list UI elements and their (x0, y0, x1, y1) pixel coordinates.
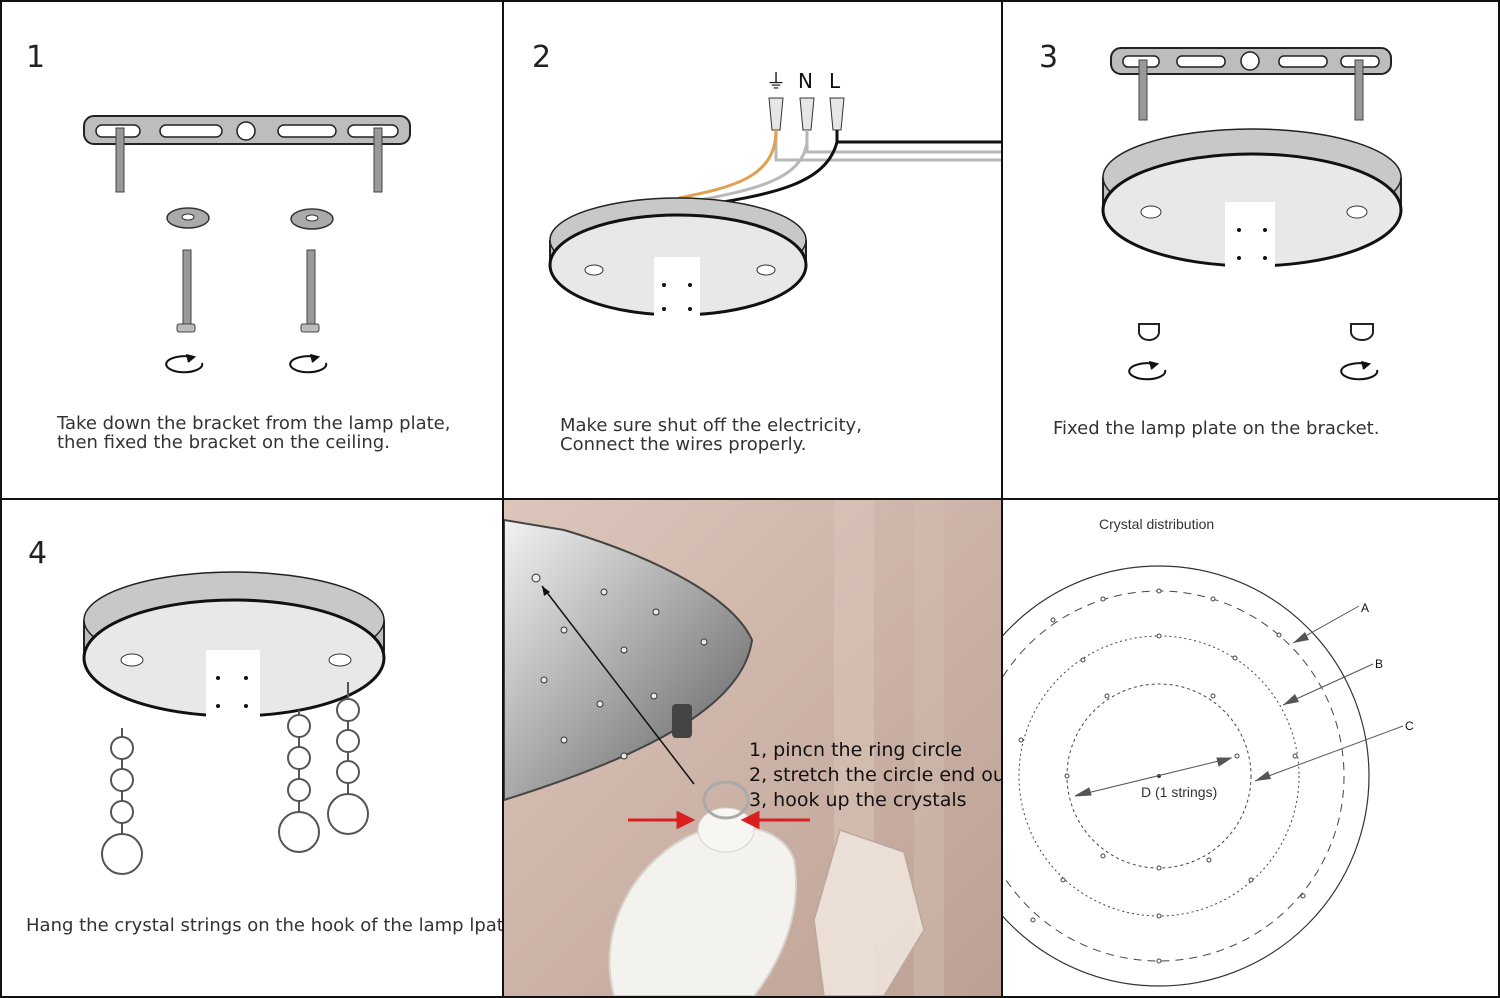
step-2-caption-line-1: Make sure shut off the electricity, (560, 415, 862, 436)
mounting-illustration (1101, 47, 1403, 381)
bracket-illustration (83, 115, 411, 374)
wiring-illustration: ⏚ N L (548, 69, 1001, 317)
mounting-screws (176, 249, 320, 333)
lamp-plate (1101, 128, 1403, 268)
distribution-title: Crystal distribution (1099, 516, 1215, 532)
lamp-plate (82, 571, 386, 720)
crystal-string-left (101, 728, 143, 875)
step-1-number: 1 (26, 40, 46, 75)
hook-instruction-2: 2, stretch the circle end out (749, 764, 1003, 786)
bracket-bar (83, 115, 411, 145)
bracket-bar (1110, 47, 1392, 121)
cap-nuts (1138, 323, 1374, 341)
lamp-plate (548, 197, 808, 317)
step-3-caption-line-1: Fixed the lamp plate on the bracket. (1053, 418, 1380, 439)
crystal-drop (813, 829, 925, 996)
red-arrows (628, 810, 810, 830)
rotate-arrow-icon (1128, 361, 1379, 381)
leader-lines (1254, 605, 1404, 782)
crystal-string-middle (278, 710, 320, 853)
step-3-number: 3 (1039, 40, 1059, 75)
step-4-number: 4 (28, 536, 48, 571)
step-4-panel: 4 (0, 498, 504, 998)
step-3-panel: 3 (1001, 0, 1500, 500)
lamp-plate-underside (504, 518, 754, 802)
label-a: A (1361, 601, 1369, 615)
distribution-diagram: A B C D (1 strings) (1003, 565, 1414, 987)
step-1-caption-line-1: Take down the bracket from the lamp plat… (57, 413, 451, 434)
ground-label: ⏚ (766, 69, 786, 93)
outer-plate-circle (1003, 565, 1370, 987)
wire-labels: ⏚ N L (766, 69, 841, 93)
label-b: B (1375, 657, 1383, 671)
crystal-string-right (327, 682, 369, 835)
step-4-caption: Hang the crystal strings on the hook of … (26, 915, 504, 936)
wires (678, 129, 1001, 208)
live-label: L (829, 69, 841, 93)
step-2-caption: Make sure shut off the electricity, Conn… (560, 416, 862, 454)
step-1-panel: 1 (0, 0, 504, 500)
pointer-line (541, 585, 695, 785)
rotate-arrow-icon (165, 354, 328, 374)
bracket-screws (115, 127, 383, 193)
step-1-caption-line-2: then fixed the bracket on the ceiling. (57, 432, 390, 453)
hook-instruction-1: 1, pincn the ring circle (749, 739, 963, 761)
ring-b (1018, 635, 1300, 917)
hook-photo-illustration (504, 500, 1001, 996)
hook-photo-panel: 1, pincn the ring circle 2, stretch the … (502, 498, 1003, 998)
wire-connectors (768, 97, 845, 131)
label-c: C (1405, 719, 1414, 733)
step-4-caption-line-1: Hang the crystal strings on the hook of … (26, 915, 504, 936)
crystal-hanging-illustration (82, 571, 386, 875)
label-d: D (1 strings) (1141, 784, 1217, 800)
step-2-caption-line-2: Connect the wires properly. (560, 434, 807, 455)
ring-a (1003, 590, 1345, 962)
center-arrows (1074, 757, 1233, 797)
hook-instruction-3: 3, hook up the crystals (749, 789, 967, 811)
gloved-hand (608, 807, 797, 996)
neutral-label: N (798, 69, 813, 93)
crystal-distribution-panel: Crystal distribution (1001, 498, 1500, 998)
step-2-number: 2 (532, 40, 552, 75)
leader-arrowheads (1255, 632, 1309, 781)
step-1-caption: Take down the bracket from the lamp plat… (57, 414, 450, 452)
step-3-caption: Fixed the lamp plate on the bracket. (1053, 419, 1379, 438)
jump-ring (702, 780, 750, 820)
hook-instructions: 1, pincn the ring circle 2, stretch the … (749, 738, 1003, 813)
washers (166, 207, 334, 230)
ring-dots (1018, 588, 1306, 964)
step-2-panel: 2 ⏚ N L (502, 0, 1003, 500)
